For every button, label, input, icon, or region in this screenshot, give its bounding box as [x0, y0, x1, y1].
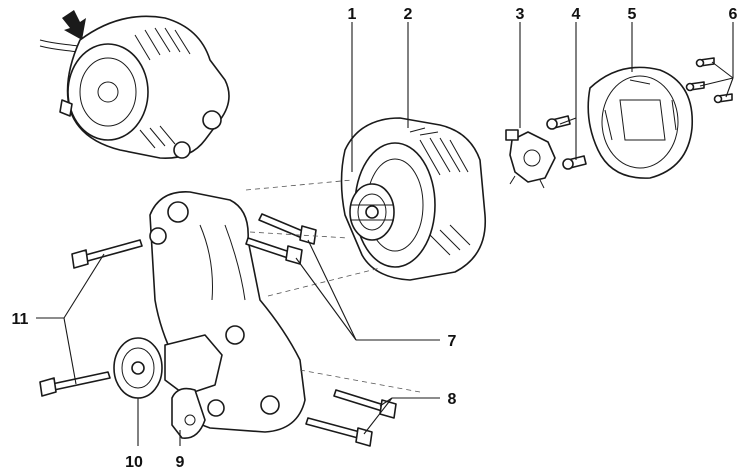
callout-5: 5	[628, 6, 637, 23]
rear-cover	[587, 66, 693, 179]
callout-8: 8	[448, 391, 457, 408]
bolts-8	[305, 389, 397, 447]
alternator-pulley	[349, 183, 395, 241]
callout-2: 2	[404, 6, 413, 23]
callout-6: 6	[729, 6, 738, 23]
callout-1: 1	[348, 6, 357, 23]
callout-9: 9	[176, 454, 185, 471]
belt-tensioner	[164, 334, 223, 439]
bolts-11	[39, 239, 143, 397]
voltage-regulator	[505, 129, 556, 189]
inset-alternator	[39, 10, 230, 159]
alignment-lines	[245, 179, 421, 393]
regulator-screws	[546, 115, 587, 170]
callout-10: 10	[125, 454, 143, 471]
leader-lines	[36, 22, 734, 446]
tensioner-pulley	[113, 337, 163, 399]
callout-7: 7	[448, 333, 457, 350]
cover-screws	[685, 57, 733, 104]
arrow-down-icon	[62, 10, 86, 40]
callout-4: 4	[572, 6, 581, 23]
callout-3: 3	[516, 6, 525, 23]
long-bolts-7	[245, 213, 317, 265]
callout-11: 11	[12, 311, 29, 328]
